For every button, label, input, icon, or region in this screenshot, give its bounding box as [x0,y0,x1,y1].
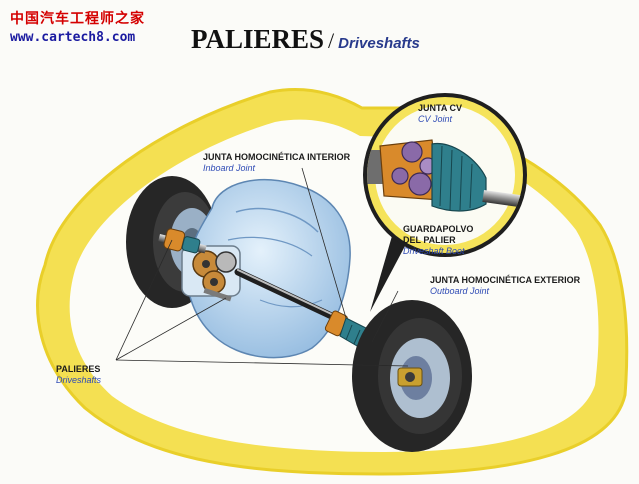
leader-lines [115,167,409,367]
label-inboard-es: JUNTA HOMOCINÉTICA INTERIOR [203,152,351,162]
label-cv-joint-es: JUNTA CV [418,103,463,113]
label-boot-en: Driveshaft Boot [403,246,465,256]
callout-pointer [370,236,405,312]
label-driveshaft-boot: GUARDAPOLVO DEL PALIER Driveshaft Boot [403,224,473,257]
page-title: PALIERES/Driveshafts [191,24,420,55]
title-separator: / [328,28,335,53]
main-driveshaft [234,268,344,324]
label-inboard-joint: JUNTA HOMOCINÉTICA INTERIOR Inboard Join… [203,152,350,174]
label-driveshafts-es: PALIERES [56,364,101,374]
label-boot-es-1: GUARDAPOLVO [403,224,474,234]
label-driveshafts-en: Driveshafts [56,375,102,385]
title-main: PALIERES [191,24,325,54]
gearbox-gears [181,245,241,302]
cv-joint-callout [363,93,527,257]
watermark-url: www.cartech8.com [10,30,136,45]
watermark-site-name: 中国汽车工程师之家 [10,11,145,27]
label-boot-es-2: DEL PALIER [403,235,456,245]
label-outboard-joint: JUNTA HOMOCINÉTICA EXTERIOR Outboard Joi… [430,275,580,297]
title-subtitle: Driveshafts [338,35,420,52]
label-cv-joint-en: CV Joint [418,114,453,124]
label-inboard-en: Inboard Joint [203,163,256,173]
label-cv-joint: JUNTA CV CV Joint [418,103,462,125]
label-outboard-es: JUNTA HOMOCINÉTICA EXTERIOR [430,275,581,285]
label-outboard-en: Outboard Joint [430,286,490,296]
front-right-wheel [352,300,472,452]
label-driveshafts: PALIERES Driveshafts [56,364,101,386]
